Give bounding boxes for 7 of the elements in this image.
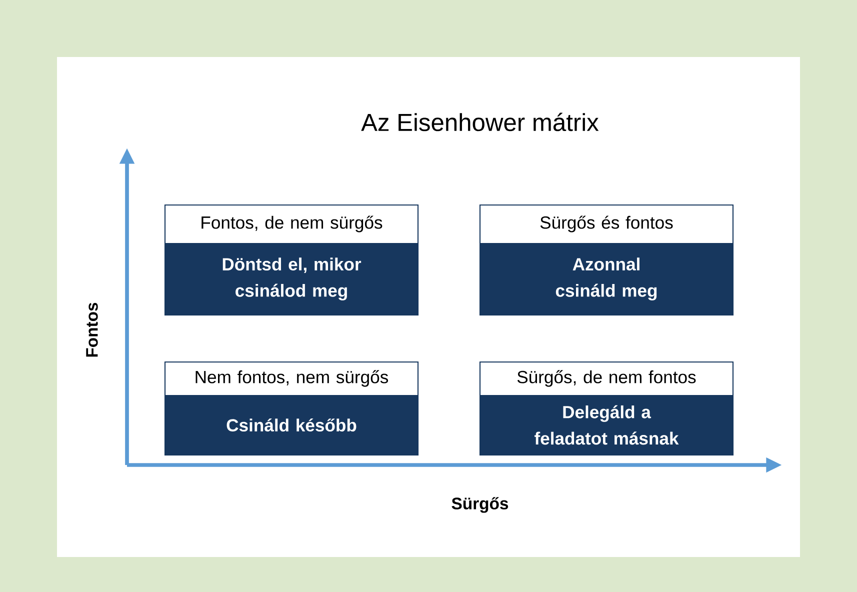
quadrant-box: Fontos, de nem sürgős Döntsd el, mikor csinálod meg xyxy=(164,204,419,316)
quadrant-box: Sürgős és fontos Azonnal csináld meg xyxy=(479,204,734,316)
title: Az Eisenhower mátrix xyxy=(361,112,599,132)
quadrant-box: Sürgős, de nem fontos Delegáld a feladatot másnak xyxy=(479,361,734,456)
axis-label: Sürgős xyxy=(452,497,508,513)
axis-label: Fontos xyxy=(86,302,98,357)
quadrant-box: Nem fontos, nem sürgős Csináld később xyxy=(164,361,419,456)
